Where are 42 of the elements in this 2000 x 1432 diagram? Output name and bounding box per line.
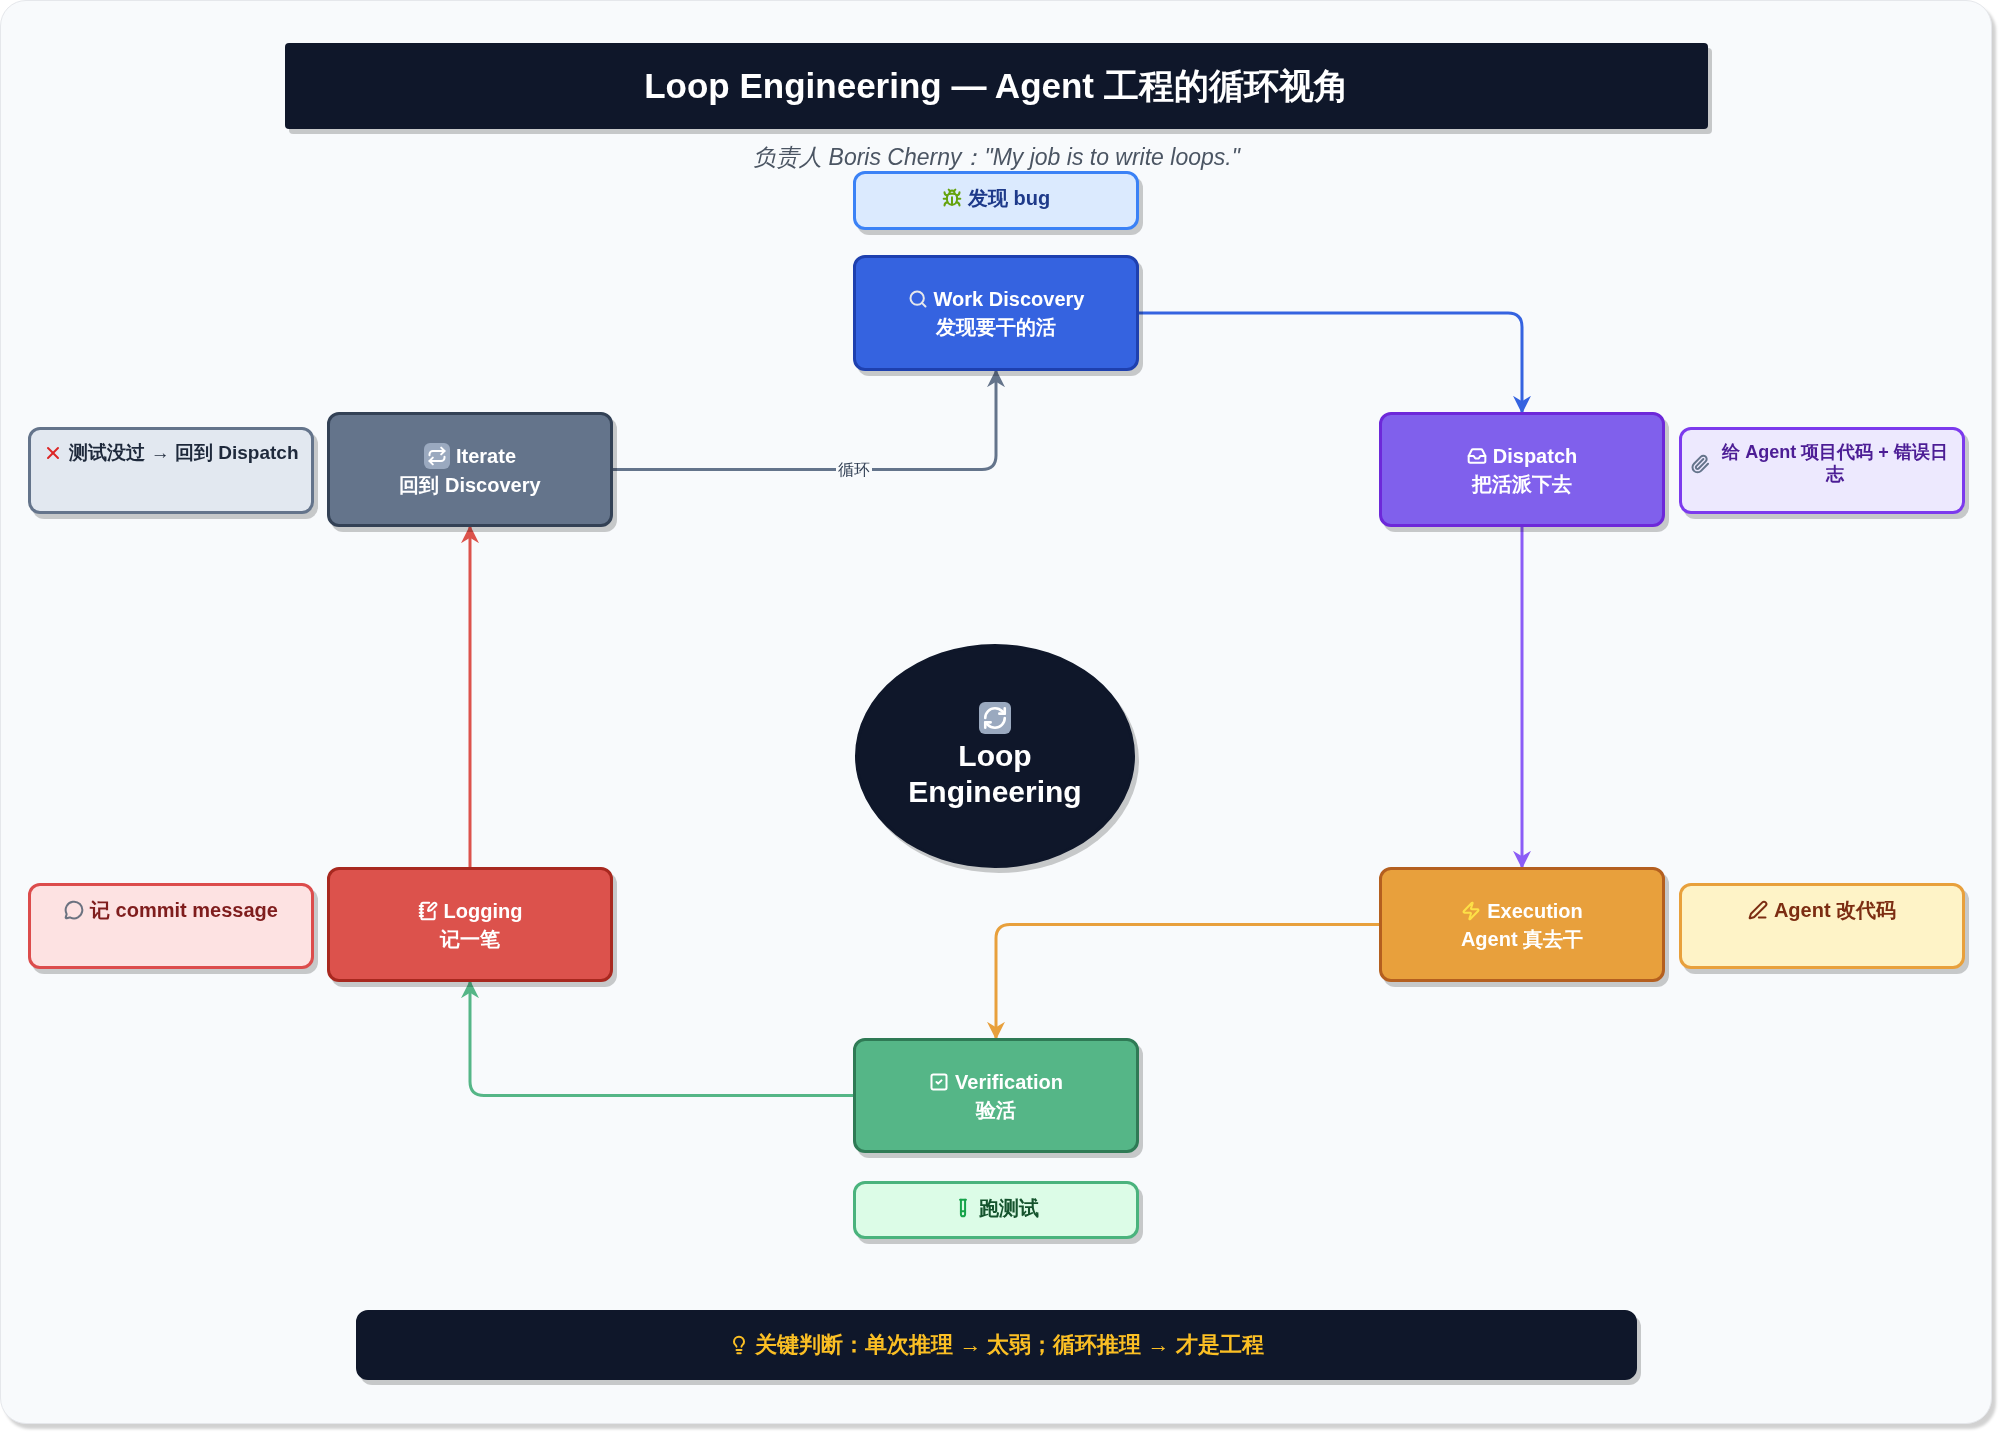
flow-arrow xyxy=(613,369,1005,471)
process-box xyxy=(1379,412,1665,527)
flow-arrow xyxy=(987,923,1379,1040)
note-box xyxy=(1679,427,1965,514)
quote-text: 负责人 Boris Cherny："My job is to write loops." xyxy=(752,143,1242,172)
step-subtitle: 记一笔 xyxy=(440,926,500,951)
banner-box xyxy=(356,1310,1637,1380)
process-box xyxy=(1379,867,1665,982)
title-banner: Loop Engineering — Agent 工程的循环视角 xyxy=(285,43,1708,129)
note-text: Agent 改代码 xyxy=(1773,898,1897,922)
step-title: Work Discovery xyxy=(933,287,1085,311)
process-box xyxy=(853,1038,1139,1153)
process-box xyxy=(327,867,613,982)
flow-arrow xyxy=(461,980,853,1097)
step-subtitle: 把活派下去 xyxy=(1472,471,1572,496)
note-box xyxy=(28,427,314,514)
step-title: Iterate xyxy=(455,443,516,468)
center-title: Loop Engineering xyxy=(907,738,1083,810)
note-box xyxy=(28,883,314,969)
note-text: 跑测试 xyxy=(979,1196,1039,1220)
step-title: Execution xyxy=(1487,898,1583,923)
note-text: 记 commit message xyxy=(90,898,278,922)
note-box xyxy=(853,1181,1139,1239)
step-subtitle: 回到 Discovery xyxy=(399,472,541,497)
note-text: 关键判断：单次推理 → 太弱；循环推理 → 才是工程 xyxy=(755,1331,1264,1359)
flow-arrow xyxy=(1139,311,1531,414)
step-subtitle: Agent 真去干 xyxy=(1460,926,1584,951)
process-box xyxy=(327,412,613,527)
step-title: Verification xyxy=(955,1069,1063,1094)
step-subtitle: 验活 xyxy=(976,1097,1016,1122)
process-box xyxy=(853,255,1139,371)
flow-arrow xyxy=(1513,527,1531,869)
step-title: Dispatch xyxy=(1492,443,1578,468)
note-text: 发现 bug xyxy=(967,186,1051,210)
note-box xyxy=(853,171,1139,230)
step-subtitle: 发现要干的活 xyxy=(936,315,1056,339)
note-text: 测试没过 → 回到 Dispatch xyxy=(69,442,299,465)
note-text: 给 Agent 项目代码 + 错误日志 xyxy=(1720,442,1949,486)
note-box xyxy=(1679,883,1965,969)
edge-label: 循环 xyxy=(836,459,873,480)
flow-arrow xyxy=(461,525,479,867)
step-title: Logging xyxy=(443,898,523,923)
